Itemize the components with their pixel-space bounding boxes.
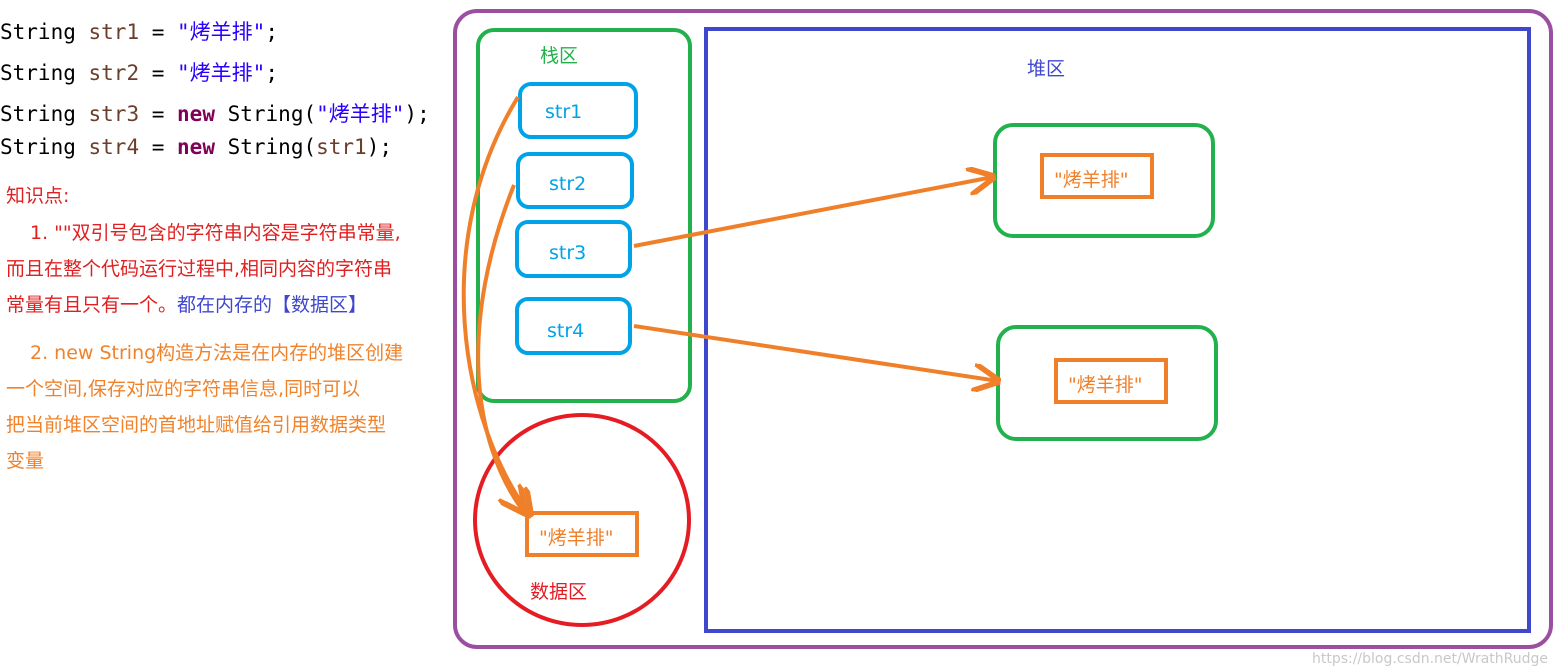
note-2-line-1: 2. new String构造方法是在内存的堆区创建 — [30, 342, 404, 364]
variable-name: str4 — [88, 135, 140, 159]
constructor-argument: str1 — [316, 135, 367, 159]
arrow-str3-to-heap — [633, 177, 993, 248]
code-line-3: String str3 = new String("烤羊排"); — [0, 101, 430, 127]
data-region — [473, 413, 691, 627]
stack-var-label: str2 — [549, 173, 586, 195]
variable-name: str1 — [88, 20, 140, 44]
type-keyword: String — [0, 20, 76, 44]
data-string-box — [525, 511, 639, 557]
note-2-line-4: 变量 — [6, 450, 45, 472]
stack-var-label: str4 — [547, 320, 584, 342]
heap-region — [704, 27, 1531, 633]
code-line-1: String str1 = "烤羊排"; — [0, 19, 278, 45]
code-line-2: String str2 = "烤羊排"; — [0, 60, 278, 86]
statement-end: ); — [366, 135, 392, 159]
note-1-line-3-blue: 都在内存的【数据区】 — [177, 294, 368, 316]
type-keyword: String — [0, 102, 76, 126]
heap-string-1: "烤羊排" — [1054, 169, 1128, 191]
code-line-4: String str4 = new String(str1); — [0, 134, 392, 160]
notes-heading: 知识点: — [6, 185, 70, 207]
stack-label: 栈区 — [540, 45, 578, 67]
new-keyword: new — [177, 135, 215, 159]
watermark: https://blog.csdn.net/WrathRudge — [1311, 651, 1548, 667]
new-keyword: new — [177, 102, 215, 126]
memory-region — [453, 9, 1553, 649]
variable-name: str3 — [88, 102, 140, 126]
heap-label: 堆区 — [1027, 58, 1065, 80]
string-literal: "烤羊排" — [177, 20, 266, 44]
stack-var-label: str1 — [545, 101, 582, 123]
data-label: 数据区 — [530, 581, 587, 603]
arrow-str4-to-heap — [633, 324, 998, 381]
stack-var-str3 — [515, 220, 632, 278]
stack-region — [476, 28, 692, 403]
constructor-call: String( — [214, 102, 317, 126]
heap-string-box-2 — [1054, 358, 1168, 404]
type-keyword: String — [0, 61, 76, 85]
stack-var-str2 — [516, 152, 634, 209]
type-keyword: String — [0, 135, 76, 159]
string-literal: "烤羊排" — [177, 61, 266, 85]
heap-string-2: "烤羊排" — [1068, 374, 1142, 396]
note-1-line-3-red: 常量有且只有一个。 — [6, 294, 178, 316]
assign-operator: = — [139, 61, 178, 85]
stack-var-label: str3 — [549, 242, 586, 264]
statement-end: ; — [265, 61, 278, 85]
stack-var-str1 — [518, 82, 638, 139]
string-literal: "烤羊排" — [316, 102, 405, 126]
data-string: "烤羊排" — [539, 527, 613, 549]
note-1-line-2: 而且在整个代码运行过程中,相同内容的字符串 — [6, 258, 393, 280]
assign-operator: = — [139, 20, 178, 44]
arrow-str1-to-data — [461, 95, 530, 515]
note-1-line-3: 常量有且只有一个。都在内存的【数据区】 — [6, 287, 367, 323]
assign-operator: = — [139, 135, 178, 159]
heap-string-box-1 — [1040, 153, 1154, 199]
constructor-call: String( — [214, 135, 317, 159]
stack-var-str4 — [515, 297, 632, 355]
variable-name: str2 — [88, 61, 140, 85]
assign-operator: = — [139, 102, 178, 126]
note-2-line-3: 把当前堆区空间的首地址赋值给引用数据类型 — [6, 414, 387, 436]
statement-end: ; — [265, 20, 278, 44]
note-2-line-2: 一个空间,保存对应的字符串信息,同时可以 — [6, 378, 361, 400]
arrow-str2-to-data — [476, 184, 524, 512]
note-1-line-1: 1. ""双引号包含的字符串内容是字符串常量, — [30, 222, 401, 244]
statement-end: ); — [404, 102, 430, 126]
